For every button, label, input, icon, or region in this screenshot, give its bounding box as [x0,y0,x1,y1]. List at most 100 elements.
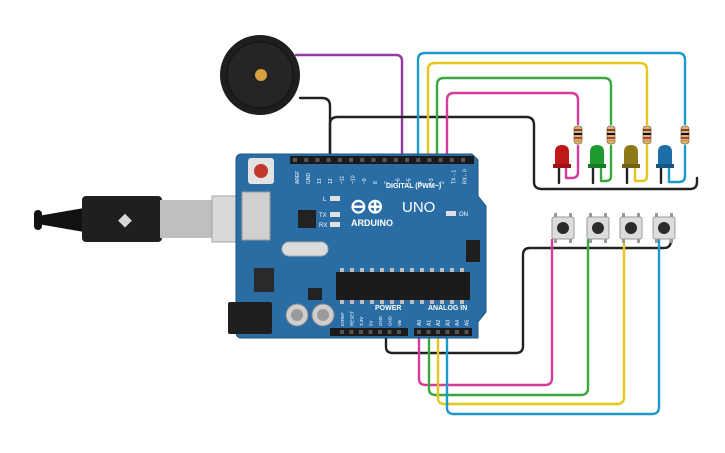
power-pin-hole[interactable] [368,330,373,334]
digital-pin-label: ~6 [395,178,401,184]
power-pin-hole[interactable] [359,330,363,334]
analog-header-label: ANALOG IN [428,305,467,312]
analog-pin-hole[interactable] [445,330,450,334]
analog-pin-label: A4 [455,320,461,326]
wire-a1-button2[interactable] [427,238,590,397]
digital-header-label: DIGITAL (PWM~) [386,183,441,190]
wire-gnd-rail-top[interactable] [328,115,699,191]
wire-gnd-buttons[interactable] [384,238,673,355]
led-tx-indicator [330,212,340,217]
resistors [573,125,690,145]
digital-pin-hole[interactable] [382,158,387,162]
power-jack [228,302,272,334]
analog-pin-hole[interactable] [455,330,459,334]
digital-pin-hole[interactable] [360,158,365,162]
digital-header [290,156,474,164]
arduino-infinity-icon: ⊖⊕ [350,196,384,218]
digital-pin-hole[interactable] [393,158,398,162]
digital-pin-hole[interactable] [304,158,309,162]
icsp-header [466,240,480,262]
voltage-regulator [254,268,274,292]
resistor-blue-led[interactable] [680,125,690,145]
analog-pin-label: A5 [465,320,471,326]
push-button-1[interactable] [551,213,575,243]
digital-pin-hole[interactable] [449,158,454,162]
wire-res-green[interactable] [599,144,613,183]
atmega-chip [336,272,470,300]
analog-pin-label: A2 [436,320,442,326]
digital-pin-hole[interactable] [461,158,465,162]
wires [294,51,699,416]
digital-pin-label: TX→1 [451,170,457,184]
wire-a2-button3[interactable] [436,238,626,406]
digital-pin-label: ~3 [429,178,435,184]
led-blue[interactable] [656,145,674,168]
reset-button[interactable] [248,158,274,184]
resistor-red-led[interactable] [573,125,583,145]
wire-res-blue[interactable] [667,144,687,184]
digital-pin-hole[interactable] [438,158,443,162]
power-pin-label: GND [378,315,383,326]
wire-pin2-red[interactable] [445,91,580,162]
push-button-3[interactable] [619,213,643,243]
analog-pin-hole[interactable] [417,330,421,334]
digital-pin-hole[interactable] [371,158,376,162]
power-pin-hole[interactable] [397,330,401,334]
usb-cable[interactable]: ⬥ [34,195,271,243]
wire-a0-button1[interactable] [417,238,554,387]
wire-buzzer-ground[interactable] [298,96,332,162]
digital-pin-hole[interactable] [315,158,320,162]
wire-a3-button4[interactable] [445,238,661,416]
power-pin-hole[interactable] [387,330,392,334]
arduino-uno-board[interactable]: L TX RX ON ⊖⊕ ARDUINO UNO DIGITAL (PWM~)… [228,153,487,339]
led-on-indicator [446,211,456,216]
power-pin-hole[interactable] [340,330,344,334]
usb-port [241,191,271,241]
digital-pin-hole[interactable] [416,158,421,162]
power-pin-hole[interactable] [378,330,382,334]
digital-pin-label: 12 [328,178,334,184]
wire-pin3-green[interactable] [435,76,613,162]
digital-pin-hole[interactable] [349,158,353,162]
wire-pin5-blue[interactable] [416,51,687,162]
digital-pin-label: 7 [384,181,390,184]
analog-pin-hole[interactable] [436,330,440,334]
wire-pin4-yellow[interactable] [426,61,649,162]
resistor-green-led[interactable] [606,125,616,145]
digital-pin-label: ~10 [351,175,357,184]
power-pin-hole[interactable] [349,330,354,334]
digital-pin-label: 8 [373,181,379,184]
leds [553,145,674,168]
digital-pin-label: ~9 [362,178,368,184]
led-red[interactable] [553,145,571,168]
resistor-yellow-led[interactable] [642,125,652,145]
power-pin-label: GND [388,315,393,326]
label-gnd-top: GND [306,173,312,185]
analog-pin-hole[interactable] [464,330,469,334]
label-tx: TX [319,213,327,219]
model-label: UNO [402,199,435,216]
power-pin-label: 5V [369,320,374,326]
digital-pin-hole[interactable] [326,158,331,162]
usb-symbol-icon: ⬥ [118,207,132,231]
buzzer-center [255,69,267,81]
led-yellow[interactable] [622,145,640,168]
crystal-oscillator [281,241,329,257]
led-green[interactable] [588,145,606,168]
push-button-4[interactable] [652,213,676,243]
wire-buzzer-signal[interactable] [294,53,404,162]
label-on: ON [459,212,468,218]
analog-pin-hole[interactable] [426,330,431,334]
push-button-2[interactable] [586,213,610,243]
digital-pin-label: 2 [440,181,446,184]
digital-pin-hole[interactable] [405,158,409,162]
led-rx-indicator [330,222,340,227]
digital-pin-hole[interactable] [337,158,342,162]
label-aref: AREF [295,171,301,184]
wire-res-red[interactable] [564,144,580,180]
piezo-buzzer[interactable] [220,35,300,115]
wire-res-yellow[interactable] [633,144,649,183]
digital-pin-hole[interactable] [427,158,432,162]
digital-pin-hole[interactable] [293,158,297,162]
